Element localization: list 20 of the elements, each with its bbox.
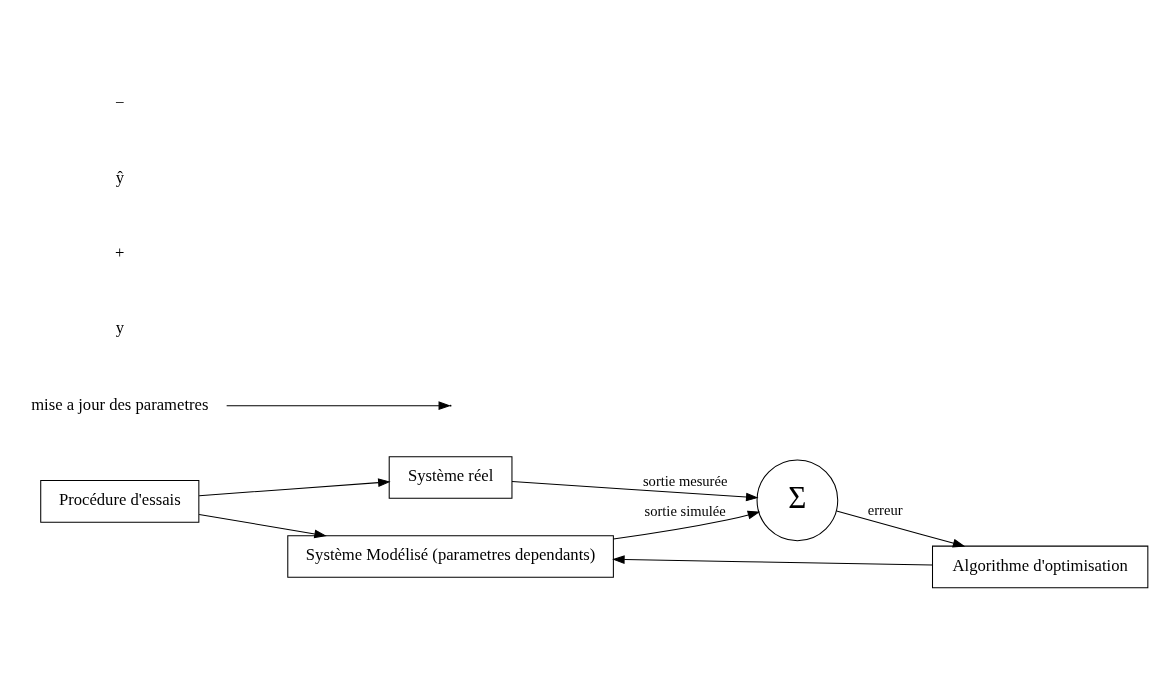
- node-box: Procédure d'essais: [39, 480, 199, 523]
- label: y: [115, 317, 124, 337]
- node-circle: Σ: [756, 459, 838, 542]
- arrow: [612, 510, 760, 540]
- node-box: Système Modélisé (parametres dependants): [286, 535, 614, 578]
- label: −: [114, 92, 124, 112]
- arrow: [198, 514, 327, 539]
- edge-label: erreur: [867, 502, 903, 519]
- arrow: [225, 401, 451, 411]
- arrow: [611, 555, 933, 566]
- arrow: [511, 480, 758, 502]
- node-text: mise a jour des parametres: [30, 394, 208, 414]
- label: ŷ: [115, 167, 124, 187]
- arrow: [198, 478, 391, 497]
- edge-label: sortie simulée: [644, 503, 726, 520]
- label: +: [114, 242, 124, 262]
- node-box: Algorithme d'optimisation: [931, 545, 1148, 589]
- arrow: [835, 510, 965, 548]
- node-box: Système réel: [388, 456, 512, 499]
- edge-label: sortie mesurée: [642, 472, 727, 489]
